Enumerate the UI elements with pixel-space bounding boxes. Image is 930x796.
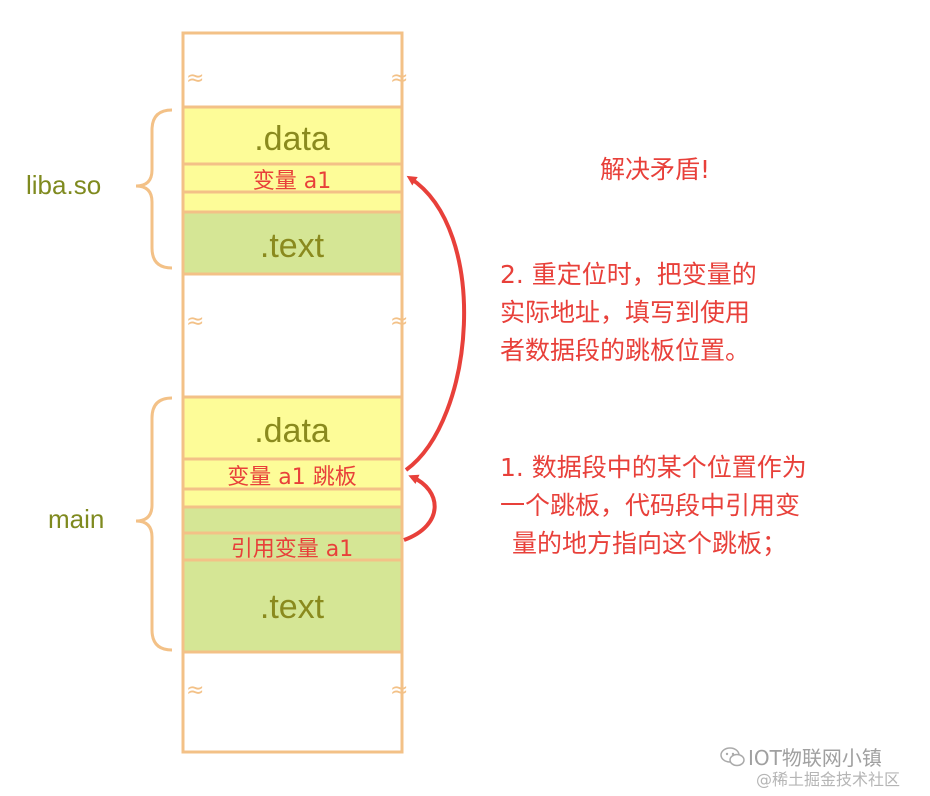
break-mark: ≈ <box>390 66 408 91</box>
watermark: IOT物联网小镇 @稀土掘金技术社区 <box>720 742 925 792</box>
main-data-label: .data <box>254 412 330 450</box>
watermark-line-2: @稀土掘金技术社区 <box>756 770 901 789</box>
break-mark: ≈ <box>186 309 204 334</box>
main-ref-label: 引用变量 a1 <box>231 537 353 562</box>
break-mark: ≈ <box>186 678 204 703</box>
code-reference-arrow <box>403 474 437 542</box>
main-region-label: main <box>48 504 104 534</box>
break-mark: ≈ <box>390 678 408 703</box>
note-1-line: 一个跳板，代码段中引用变 <box>500 491 800 520</box>
note-2-line: 者数据段的跳板位置。 <box>500 336 750 365</box>
main-brace <box>135 396 173 652</box>
note-1-line: 量的地方指向这个跳板； <box>512 529 787 558</box>
libso-text-block <box>181 210 404 276</box>
wechat-icon <box>720 747 745 767</box>
libso-var-label: 变量 a1 <box>253 169 331 194</box>
watermark-line-1: IOT物联网小镇 <box>748 746 882 770</box>
note-1-line: 1. 数据段中的某个位置作为 <box>500 453 807 482</box>
note-2-line: 2. 重定位时，把变量的 <box>500 260 757 289</box>
note-2-line: 实际地址，填写到使用 <box>500 298 750 327</box>
libso-brace <box>135 108 173 270</box>
main-tramp-label: 变量 a1 跳板 <box>227 465 356 490</box>
libso-data-block <box>181 105 404 214</box>
break-mark: ≈ <box>186 66 204 91</box>
title-note: 解决矛盾! <box>600 155 710 184</box>
main-text-block <box>181 505 404 654</box>
libso-region-label: liba.so <box>26 170 101 200</box>
libso-text-label: .text <box>260 227 325 265</box>
main-text-label: .text <box>260 588 325 626</box>
relocation-arrow <box>404 175 467 472</box>
libso-data-label: .data <box>254 120 330 158</box>
break-mark: ≈ <box>390 309 408 334</box>
